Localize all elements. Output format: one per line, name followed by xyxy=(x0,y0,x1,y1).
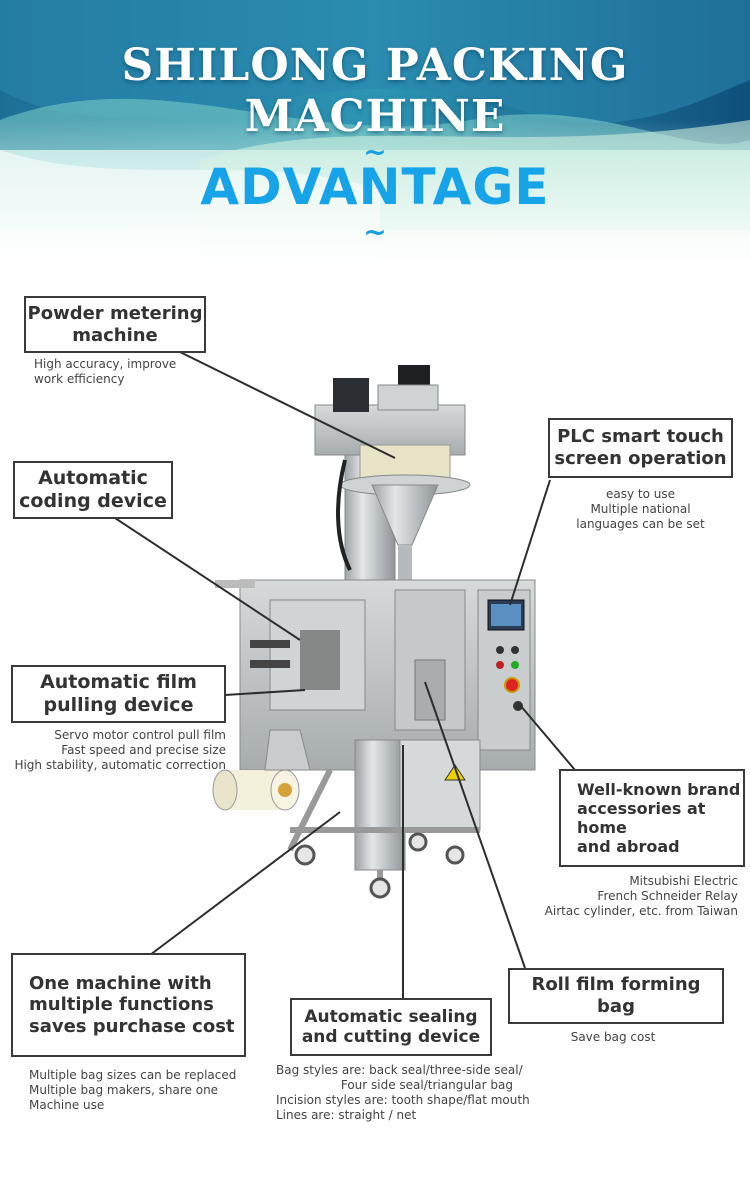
tilde-bottom-decoration: ~ xyxy=(363,215,387,248)
leader-line-coding xyxy=(114,517,301,641)
page-title: SHILONG PACKING MACHINE xyxy=(121,40,629,142)
feature-desc-sealing-cutting: Bag styles are: back seal/three-side sea… xyxy=(276,1063,530,1122)
feature-desc-roll-film: Save bag cost xyxy=(570,1030,656,1044)
leader-line-multifunction xyxy=(149,811,341,956)
tilde-top-decoration: ~ xyxy=(363,135,387,168)
feature-desc-multifunction: Multiple bag sizes can be replaced Multi… xyxy=(29,1068,237,1112)
leader-line-film-pulling xyxy=(224,689,306,696)
feature-desc-powder-metering: High accuracy, improve work efficiency xyxy=(34,357,177,386)
leader-line-brand xyxy=(519,704,576,771)
feature-desc-plc-touch-screen: easy to use Multiple national languages … xyxy=(576,487,705,531)
feature-title-roll-film: Roll film forming bag xyxy=(508,968,724,1024)
advantage-heading: ADVANTAGE xyxy=(200,158,550,216)
feature-desc-brand-accessories: Mitsubishi Electric French Schneider Rel… xyxy=(544,874,738,918)
hero-background xyxy=(0,0,750,270)
hero-banner: SHILONG PACKING MACHINE ~ ADVANTAGE ~ xyxy=(0,0,750,270)
leader-line-plc xyxy=(509,479,551,606)
feature-desc-film-pulling: Servo motor control pull film Fast speed… xyxy=(14,728,226,772)
leader-line-powder xyxy=(179,351,396,459)
leader-line-roll-film xyxy=(424,681,526,969)
